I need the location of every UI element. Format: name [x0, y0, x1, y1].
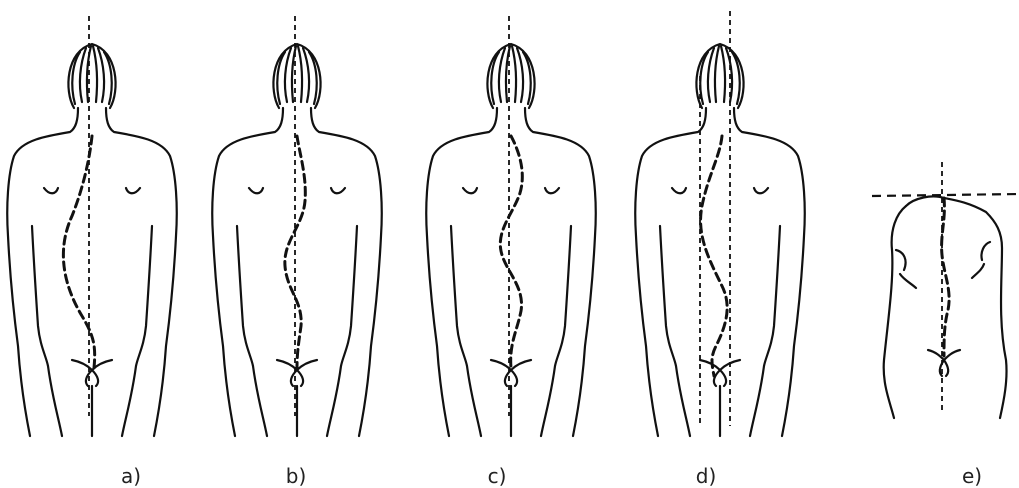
figure-a — [7, 16, 177, 436]
spine-curve — [500, 136, 522, 368]
horizontal-reference-line — [872, 194, 1019, 196]
panel-label-a: a) — [111, 464, 151, 488]
spine-curve — [701, 136, 728, 376]
spine-curve — [942, 198, 950, 356]
panel-label-e: e) — [952, 464, 992, 488]
figure-c — [426, 16, 596, 436]
panel-label-b: b) — [276, 464, 316, 488]
figure-b — [212, 16, 382, 436]
spine-curve — [63, 136, 94, 368]
figure-d — [635, 11, 805, 436]
figure-e — [872, 162, 1019, 418]
panel-label-d: d) — [686, 464, 726, 488]
panel-label-c: c) — [477, 464, 517, 488]
